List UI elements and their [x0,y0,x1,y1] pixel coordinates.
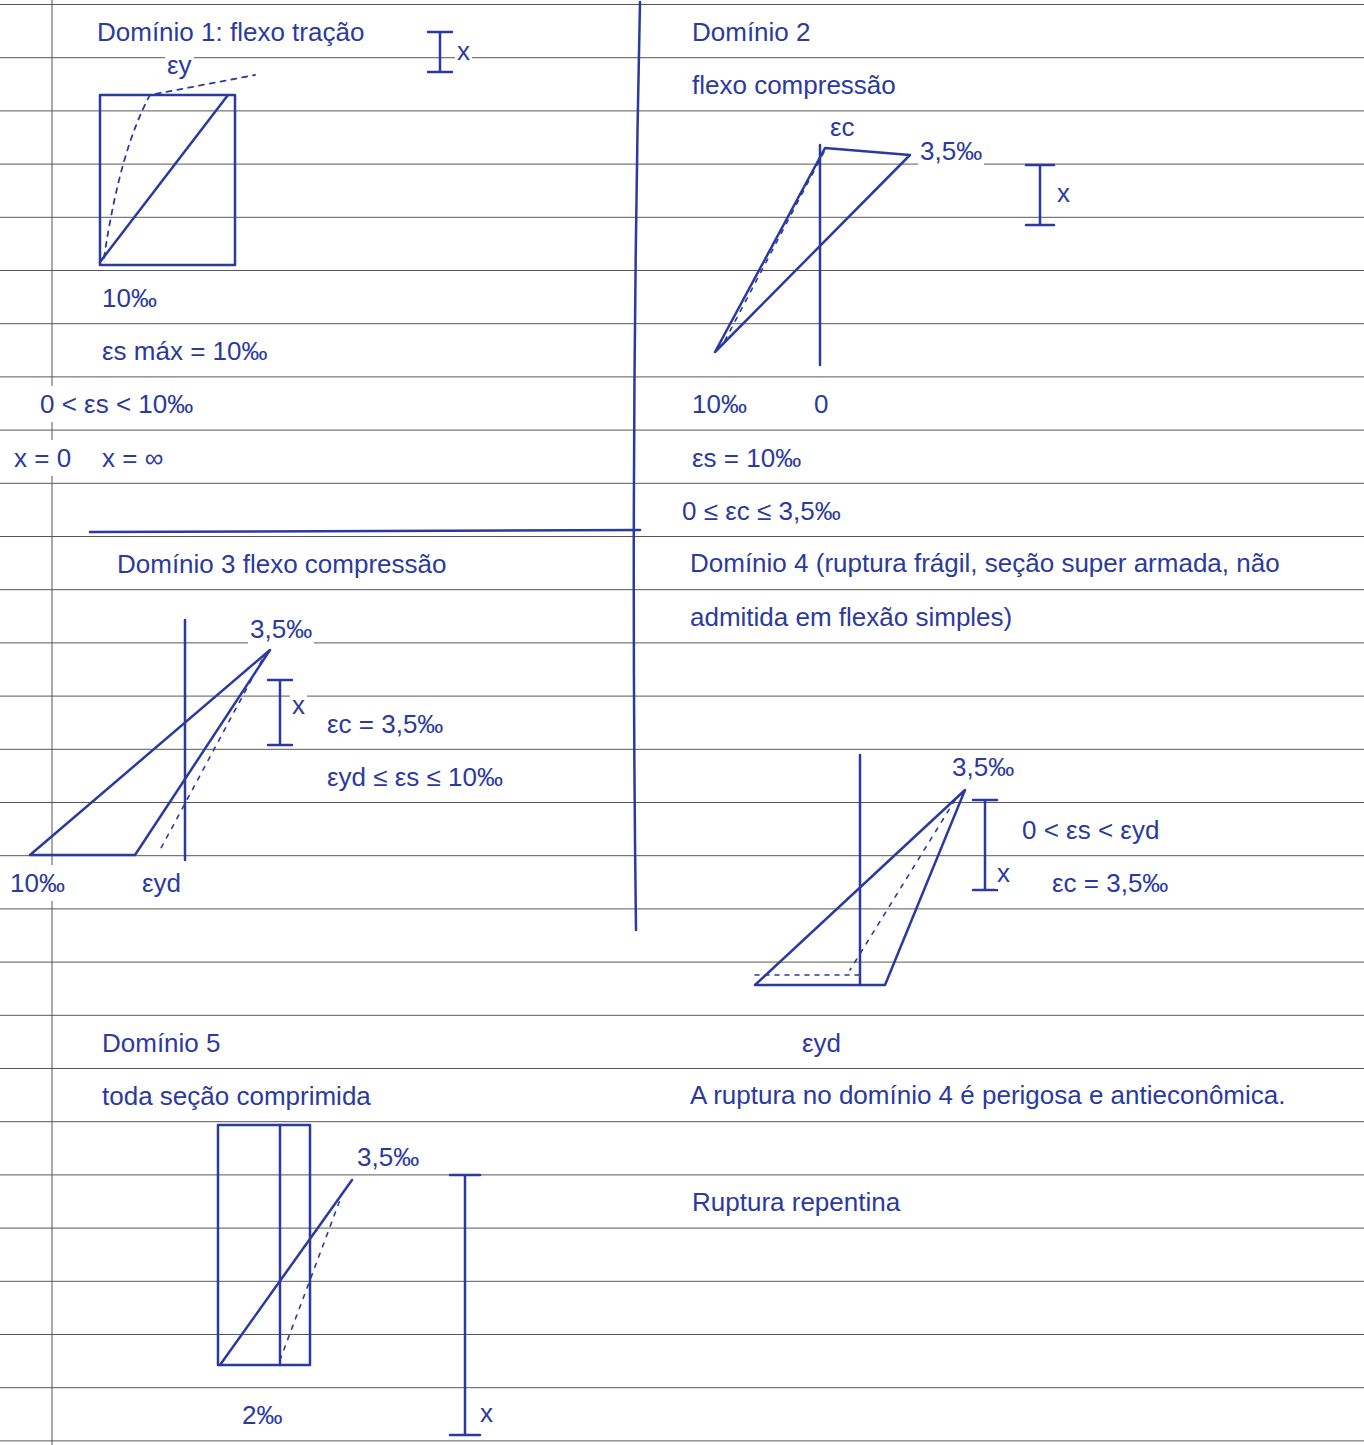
handwritten-label: εyd [800,1025,843,1061]
hatch-line [280,1200,340,1360]
hatch-line [850,800,955,970]
handwritten-label: toda seção comprimida [100,1078,373,1114]
hatch-line [755,974,860,976]
handwritten-label: flexo compressão [690,67,898,103]
handwritten-label: εyd ≤ εs ≤ 10‰ [325,759,505,795]
handwritten-label: 0 < εs < 10‰ [38,386,195,422]
handwritten-label: Domínio 1: flexo tração [95,14,366,50]
handwritten-label: x [1055,178,1072,209]
strain-line [220,1180,352,1365]
handwritten-label: 10‰ [100,280,159,316]
strain-diagram [30,650,270,855]
zero-axis [184,620,187,860]
depth-bracket [428,32,452,72]
hatch-line [722,152,824,346]
handwritten-label: 0 ≤ εc ≤ 3,5‰ [680,493,843,529]
handwritten-label: εc = 3,5‰ [1050,865,1170,901]
handwritten-label: 3,5‰ [918,136,984,167]
margin-line [52,0,53,1445]
panel-divider [634,2,640,930]
strain-diagram [755,790,965,985]
handwritten-label: 2‰ [240,1397,284,1433]
depth-bracket [973,800,997,890]
handwritten-label: Domínio 4 (ruptura frágil, seção super a… [690,537,1340,643]
depth-bracket [1026,165,1054,225]
handwritten-label: εs máx = 10‰ [100,333,269,369]
handwritten-label: Domínio 3 flexo compressão [115,546,448,582]
handwritten-label: Domínio 5 [100,1025,223,1061]
handwritten-label: 3,5‰ [248,614,314,645]
handwritten-label: x = ∞ [100,440,165,476]
handwritten-label: εyd [140,865,183,901]
handwritten-label: 3,5‰ [950,752,1016,783]
depth-bracket [268,680,292,745]
handwritten-label: A ruptura no domínio 4 é perigosa e anti… [690,1069,1330,1122]
zero-axis [859,755,862,985]
strain-diagram [715,148,910,352]
handwritten-label: 3,5‰ [355,1142,421,1173]
section-outline [100,95,235,265]
handwritten-label: εy [165,50,194,81]
handwritten-label: x [995,858,1012,889]
zero-axis [279,1125,282,1365]
handwritten-label: 0 [812,386,830,422]
handwritten-label: 10‰ [690,386,749,422]
panel-divider [90,530,640,532]
strain-line-dashed [104,75,255,258]
zero-axis [819,145,822,365]
handwritten-label: x [478,1398,495,1429]
handwritten-label: x [455,36,472,67]
hatch-line [160,660,262,850]
handwritten-label: εc [828,112,857,143]
handwritten-label: x = 0 [12,440,73,476]
handwritten-label: εc = 3,5‰ [325,706,445,742]
handwritten-label: 10‰ [8,865,67,901]
handwritten-label: x [290,690,307,721]
section-outline [218,1125,310,1365]
pen-sketch [30,2,1054,1435]
handwritten-label: Ruptura repentina [690,1184,902,1220]
handwritten-label: εs = 10‰ [690,440,803,476]
depth-bracket [450,1175,480,1435]
handwritten-label: Domínio 2 [690,14,813,50]
handwritten-label: 0 < εs < εyd [1020,812,1161,848]
